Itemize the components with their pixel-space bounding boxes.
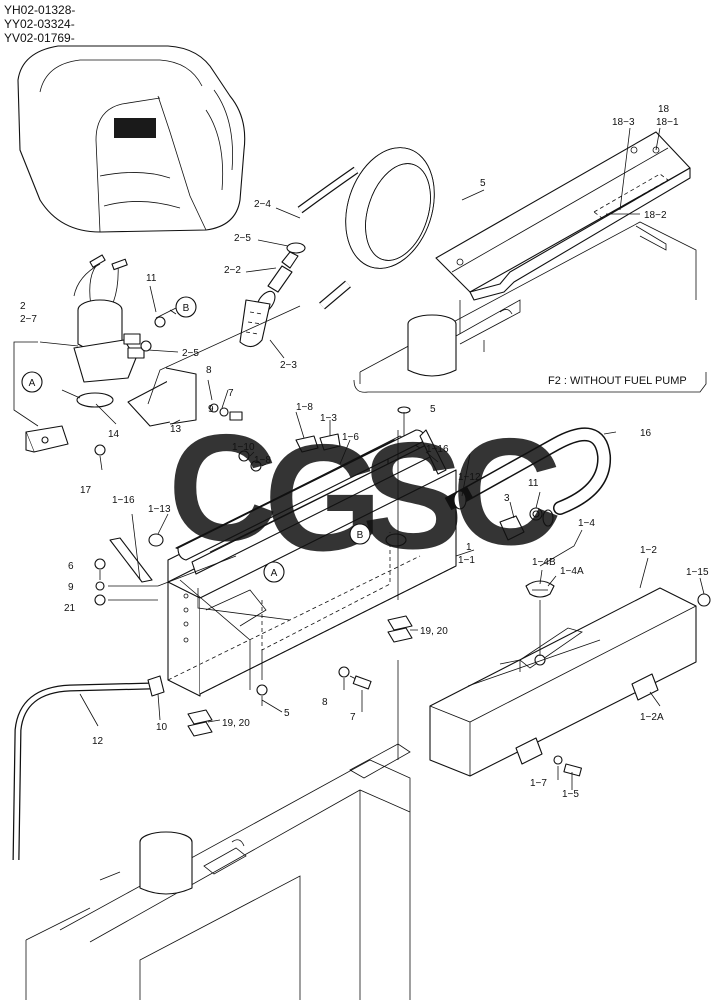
fuel-tank-frame — [94, 406, 457, 737]
callout-label: 7 — [350, 712, 356, 723]
callout-label: B — [357, 530, 364, 541]
callout-label: 17 — [80, 485, 92, 496]
callout-label: A — [29, 378, 36, 389]
callout-label: 2 — [20, 301, 26, 312]
callout-label: 9 — [208, 404, 214, 415]
callout-label: 1−5 — [562, 789, 579, 800]
callout-label: 18 — [658, 104, 670, 115]
callout-label: 1 — [466, 542, 472, 553]
callout-label: 1−15 — [686, 567, 709, 578]
callout-bubble-a: A — [263, 561, 285, 583]
callout-label: 1−10 — [232, 442, 255, 453]
callout-label: 3 — [504, 493, 510, 504]
callout-label: 1−12 — [458, 472, 481, 483]
drain-hose — [12, 675, 165, 861]
callout-label: 1−16 — [426, 444, 449, 455]
strainer-assembly — [239, 242, 306, 348]
callout-label: B — [183, 303, 190, 314]
callout-label: 2−4 — [254, 199, 271, 210]
callout-label: 11 — [528, 478, 539, 489]
callout-label: 8 — [322, 697, 328, 708]
callout-label: 7 — [228, 388, 234, 399]
callout-label: A — [271, 568, 278, 579]
watermark: C G S C — [168, 403, 562, 583]
callout-label: 1−16 — [112, 495, 135, 506]
serial-number: YH02-01328- — [4, 3, 76, 17]
callout-label: 2−5 — [234, 233, 251, 244]
callout-label: 18−3 — [612, 117, 635, 128]
fuel-pump-assembly — [13, 254, 301, 471]
callout-label: 6 — [68, 561, 74, 572]
callout-label: 2−5 — [182, 348, 199, 359]
serial-number: YY02-03324- — [4, 17, 75, 31]
callout-label: 5 — [284, 708, 290, 719]
callout-label: 1−8 — [296, 402, 313, 413]
callout-label: 1−2A — [640, 712, 664, 723]
callout-label: 1−8 — [254, 455, 271, 466]
callout-label: 12 — [92, 736, 104, 747]
callout-label: 18−1 — [656, 117, 679, 128]
callout-label: 1−7 — [530, 778, 547, 789]
callout-label: 5 — [430, 404, 436, 415]
tank-cover — [429, 580, 711, 777]
callout-label: 1−3 — [320, 413, 337, 424]
callout-label: 1−13 — [148, 504, 171, 515]
machine-frame-lower — [25, 660, 411, 1000]
callout-label: 2−2 — [224, 265, 241, 276]
callout-label: 2−7 — [20, 314, 37, 325]
callout-label: 1−1 — [458, 555, 475, 566]
watermark-letter: C — [452, 407, 562, 577]
inset-f2-drawing — [353, 131, 707, 393]
callout-label: 21 — [64, 603, 76, 614]
callout-label: 1−6 — [342, 432, 359, 443]
callout-label: 1−4 — [578, 518, 595, 529]
return-pipe — [444, 427, 612, 541]
hose-coil — [297, 147, 435, 310]
callout-label: 10 — [156, 722, 168, 733]
callout-label: 13 — [170, 424, 182, 435]
serial-number: YV02-01769- — [4, 31, 75, 45]
callout-bubble-a: A — [21, 371, 43, 393]
watermark-letter: C — [168, 403, 278, 573]
leader-lines — [61, 127, 705, 790]
callout-bubble-b: B — [175, 296, 197, 318]
callout-label: 9 — [68, 582, 74, 593]
callout-label: 14 — [108, 429, 120, 440]
callout-label: 11 — [146, 273, 157, 284]
callout-label: 1−4A — [560, 566, 584, 577]
callout-label: 5 — [480, 178, 486, 189]
watermark-letter: G — [264, 413, 382, 583]
callout-bubble-b: B — [349, 523, 371, 545]
callout-label: 2−3 — [280, 360, 297, 371]
variant-note: F2 : WITHOUT FUEL PUMP — [548, 375, 687, 387]
callout-label: 8 — [206, 365, 212, 376]
callout-label: 1−4B — [532, 557, 556, 568]
callout-label: 1−2 — [640, 545, 657, 556]
callout-label: 19, 20 — [222, 718, 250, 729]
watermark-letter: S — [362, 411, 463, 581]
callout-label: 16 — [640, 428, 652, 439]
callout-label: 18−2 — [644, 210, 667, 221]
serial-number-block: YH02-01328- YY02-03324- YV02-01769- — [4, 3, 75, 45]
callout-label: 19, 20 — [420, 626, 448, 637]
machine-cab-illustration — [17, 45, 246, 233]
